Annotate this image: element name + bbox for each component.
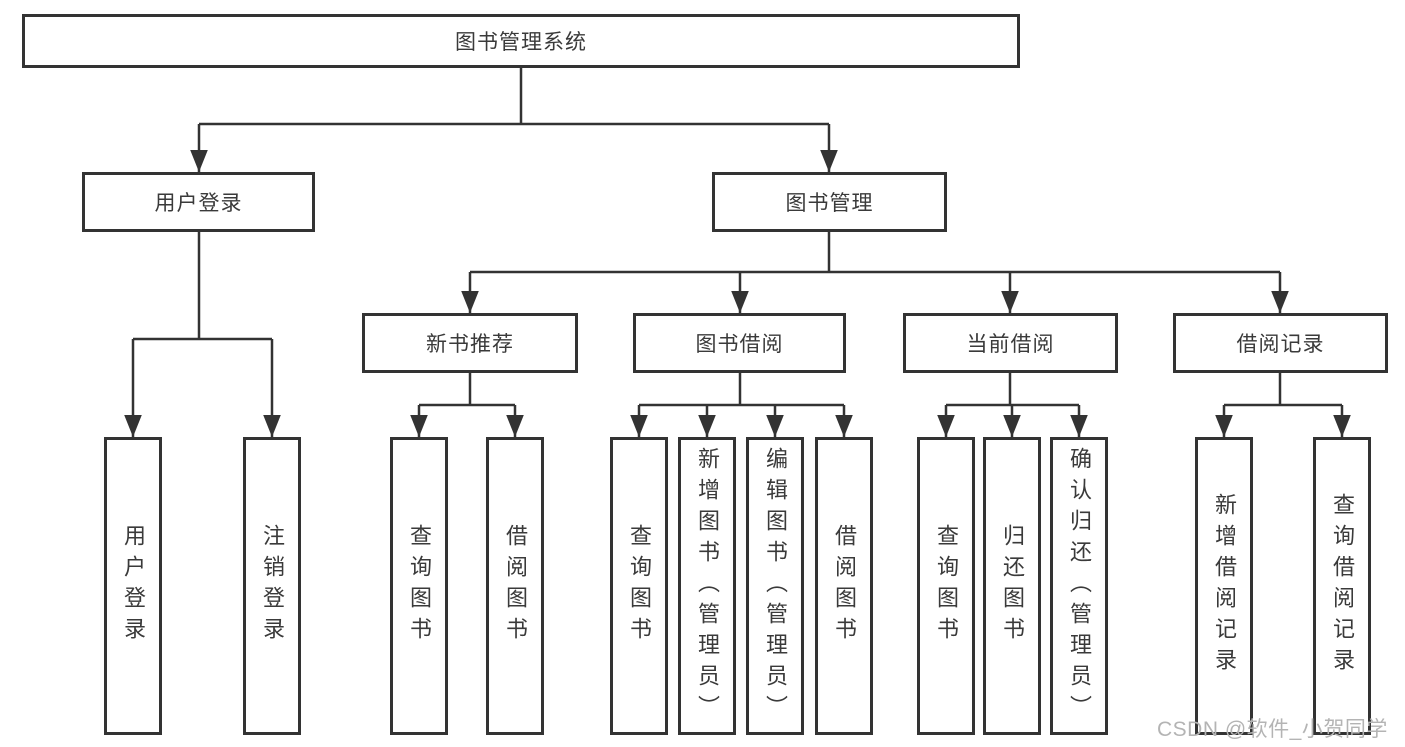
leaf-borrow-book: 借阅图书 (815, 437, 873, 735)
leaf-add-book-admin: 新增图书（管理员） (678, 437, 736, 735)
leaf-current-query-book: 查询图书 (917, 437, 975, 735)
node-system-root: 图书管理系统 (22, 14, 1020, 68)
node-current-borrowing: 当前借阅 (903, 313, 1118, 373)
node-new-book-recommendation: 新书推荐 (362, 313, 578, 373)
node-borrowing-records: 借阅记录 (1173, 313, 1388, 373)
leaf-logout: 注销登录 (243, 437, 301, 735)
leaf-recommend-query-book: 查询图书 (390, 437, 448, 735)
leaf-query-borrow-record: 查询借阅记录 (1313, 437, 1371, 735)
leaf-borrow-query-book: 查询图书 (610, 437, 668, 735)
leaf-return-book: 归还图书 (983, 437, 1041, 735)
node-book-borrowing: 图书借阅 (633, 313, 846, 373)
leaf-add-borrow-record: 新增借阅记录 (1195, 437, 1253, 735)
csdn-watermark: CSDN @软件_小贺同学 (1157, 718, 1388, 741)
leaf-edit-book-admin: 编辑图书（管理员） (746, 437, 804, 735)
node-book-management: 图书管理 (712, 172, 947, 232)
leaf-recommend-borrow-book: 借阅图书 (486, 437, 544, 735)
leaf-user-login: 用户登录 (104, 437, 162, 735)
node-user-login: 用户登录 (82, 172, 315, 232)
leaf-confirm-return-admin: 确认归还（管理员） (1050, 437, 1108, 735)
